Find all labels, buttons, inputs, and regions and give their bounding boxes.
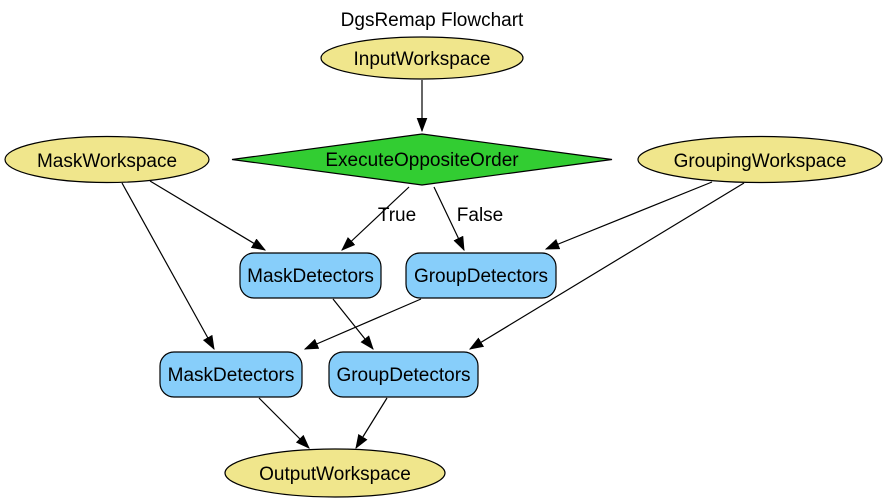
mask-detectors-1-shape (239, 252, 382, 299)
node-group-detectors-2: GroupDetectors (328, 351, 479, 398)
output-workspace-shape (224, 448, 446, 498)
mask-workspace-label: MaskWorkspace (37, 151, 177, 172)
mask-detectors-2-label: MaskDetectors (168, 365, 295, 386)
input-workspace-label: InputWorkspace (354, 49, 491, 70)
group-detectors-2-shape (328, 351, 479, 398)
diagram-title: DgsRemap Flowchart (341, 10, 524, 31)
node-mask-detectors-1: MaskDetectors (239, 252, 382, 299)
mask-detectors-2-shape (159, 351, 303, 398)
edge-maskworkspace-to-maskdetectors1 (149, 180, 267, 251)
group-detectors-1-label: GroupDetectors (414, 266, 548, 287)
node-output-workspace: OutputWorkspace (224, 448, 446, 498)
edge-decision-false-to-groupdetectors1 (433, 186, 465, 252)
edge-decision-true-to-maskdetectors1 (341, 186, 410, 251)
edge-maskworkspace-to-maskdetectors2 (121, 182, 215, 351)
edge-label-false: False (457, 205, 503, 226)
edge-groupdetectors1-to-maskdetectors2 (303, 298, 422, 350)
node-input-workspace: InputWorkspace (320, 36, 524, 80)
grouping-workspace-shape (637, 135, 883, 184)
input-workspace-shape (320, 36, 524, 80)
grouping-workspace-label: GroupingWorkspace (674, 151, 847, 172)
output-workspace-label: OutputWorkspace (259, 464, 411, 485)
edge-maskdetectors1-to-groupdetectors2 (332, 298, 374, 350)
group-detectors-1-shape (405, 252, 557, 299)
mask-detectors-1-label: MaskDetectors (247, 266, 374, 287)
execute-opposite-order-shape (231, 133, 613, 186)
node-group-detectors-1: GroupDetectors (405, 252, 557, 299)
node-grouping-workspace: GroupingWorkspace (637, 135, 883, 184)
edge-maskdetectors2-to-outputworkspace (258, 397, 310, 449)
edge-groupingworkspace-to-groupdetectors2 (468, 182, 745, 350)
execute-opposite-order-label: ExecuteOppositeOrder (325, 150, 519, 171)
edge-groupdetectors2-to-outputworkspace (355, 397, 388, 450)
edge-label-true: True (378, 205, 416, 226)
node-execute-opposite-order: ExecuteOppositeOrder (231, 133, 613, 186)
mask-workspace-shape (4, 135, 210, 184)
edge-groupingworkspace-to-groupdetectors1 (544, 181, 713, 250)
node-mask-workspace: MaskWorkspace (4, 135, 210, 184)
group-detectors-2-label: GroupDetectors (336, 365, 470, 386)
node-mask-detectors-2: MaskDetectors (159, 351, 303, 398)
